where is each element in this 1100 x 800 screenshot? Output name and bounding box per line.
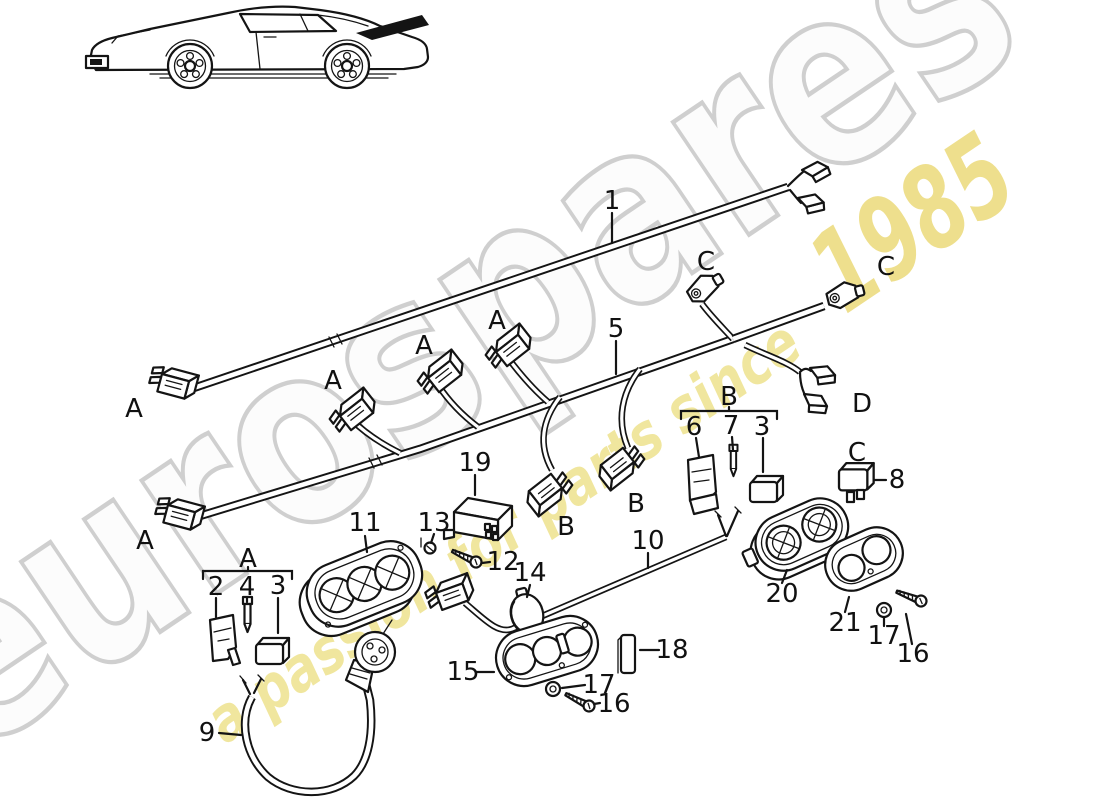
callout-label-8: 8 bbox=[889, 465, 906, 495]
callout-label-A: A bbox=[488, 306, 506, 336]
callout-label-14: 14 bbox=[513, 558, 546, 588]
callout-label-4: 4 bbox=[239, 572, 256, 602]
callout-label-B: B bbox=[557, 512, 575, 542]
leader-lines bbox=[201, 211, 914, 737]
callout-label-A: A bbox=[125, 394, 143, 424]
callout-label-10: 10 bbox=[631, 526, 664, 556]
callout-label-B: B bbox=[627, 489, 645, 519]
callout-label-20: 20 bbox=[765, 579, 798, 609]
callout-label-3: 3 bbox=[754, 412, 771, 442]
part-8-switch bbox=[837, 461, 875, 504]
rear-wheel-icon bbox=[323, 42, 371, 90]
callout-label-7: 7 bbox=[723, 411, 740, 441]
callout-label-3: 3 bbox=[270, 571, 287, 601]
flag-terminal-d-icon bbox=[796, 386, 833, 421]
callout-label-17: 17 bbox=[867, 621, 900, 651]
washer-17-icon bbox=[544, 680, 562, 698]
cover-plate-21 bbox=[824, 526, 904, 592]
callout-label-1: 1 bbox=[604, 186, 621, 216]
switch-housing-20 bbox=[741, 497, 850, 581]
screw-16-icon bbox=[893, 585, 930, 610]
callout-label-18: 18 bbox=[655, 635, 688, 665]
callout-label-B: B bbox=[720, 382, 738, 412]
wiring-harness-10 bbox=[422, 506, 742, 635]
part-13-clip bbox=[420, 537, 437, 555]
callout-label-C: C bbox=[848, 438, 866, 468]
washer-17-icon bbox=[875, 601, 893, 619]
front-wheel-icon bbox=[166, 42, 214, 90]
callout-label-17: 17 bbox=[582, 670, 615, 700]
grommet-14-icon bbox=[509, 586, 545, 635]
assembly-line bbox=[382, 619, 393, 635]
callout-label-9: 9 bbox=[199, 718, 216, 748]
callout-label-21: 21 bbox=[828, 608, 861, 638]
callout-label-16: 16 bbox=[597, 689, 630, 719]
callout-label-2: 2 bbox=[208, 572, 225, 602]
callout-label-C: C bbox=[697, 247, 715, 277]
callout-label-A: A bbox=[239, 544, 257, 574]
callout-label-11: 11 bbox=[348, 508, 381, 538]
part-3-cube bbox=[748, 474, 785, 504]
callout-label-A: A bbox=[324, 366, 342, 396]
callout-label-13: 13 bbox=[417, 508, 450, 538]
callout-label-5: 5 bbox=[608, 314, 625, 344]
switch-housing-11 bbox=[298, 540, 424, 638]
part-3-cube bbox=[254, 636, 291, 666]
callout-label-6: 6 bbox=[686, 412, 703, 442]
wiring-harness-5 bbox=[152, 266, 868, 533]
part-18-pad bbox=[617, 633, 637, 675]
callout-label-C: C bbox=[877, 252, 895, 282]
callout-label-A: A bbox=[136, 526, 154, 556]
cable-9 bbox=[239, 674, 376, 797]
car-silhouette-icon bbox=[84, 5, 430, 90]
switch-plate-15 bbox=[494, 614, 600, 688]
callout-label-A: A bbox=[415, 331, 433, 361]
wiring-harness-1 bbox=[146, 159, 832, 402]
part-6-holder bbox=[686, 453, 720, 516]
round-connector-icon bbox=[344, 630, 397, 694]
part-2-holder bbox=[208, 613, 242, 667]
callout-label-12: 12 bbox=[486, 547, 519, 577]
callout-label-19: 19 bbox=[458, 448, 491, 478]
callout-label-15: 15 bbox=[446, 657, 479, 687]
callout-label-16: 16 bbox=[896, 639, 929, 669]
relay-19 bbox=[442, 496, 514, 542]
callout-label-D: D bbox=[852, 389, 872, 419]
